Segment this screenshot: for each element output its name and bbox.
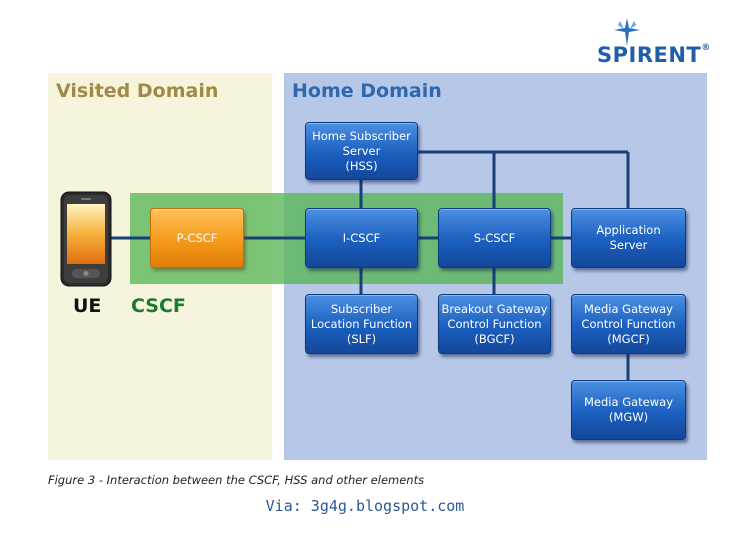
cscf-label: CSCF [131,295,186,317]
hss-node: Home Subscriber Server (HSS) [305,122,418,180]
icscf-node: I-CSCF [305,208,418,268]
pcscf-node: P-CSCF [150,208,244,268]
figure-caption: Figure 3 - Interaction between the CSCF,… [48,473,425,487]
bgcf-node: Breakout Gateway Control Function (BGCF) [438,294,551,354]
via-credit: Via: 3g4g.blogspot.com [265,497,465,515]
mobile-phone-icon [60,191,112,287]
mgw-node: Media Gateway (MGW) [571,380,686,440]
slf-node: Subscriber Location Function (SLF) [305,294,418,354]
application-server-node: Application Server [571,208,686,268]
registered-mark: ® [701,43,711,53]
home-domain-title: Home Domain [292,80,442,102]
spirent-logo-text: SPIRENT [597,43,702,67]
mgcf-node: Media Gateway Control Function (MGCF) [571,294,686,354]
scscf-node: S-CSCF [438,208,551,268]
visited-domain-title: Visited Domain [56,80,219,102]
spirent-star-icon [614,18,640,46]
ue-label: UE [73,295,102,317]
spirent-logo: SPIRENT® [597,43,711,67]
